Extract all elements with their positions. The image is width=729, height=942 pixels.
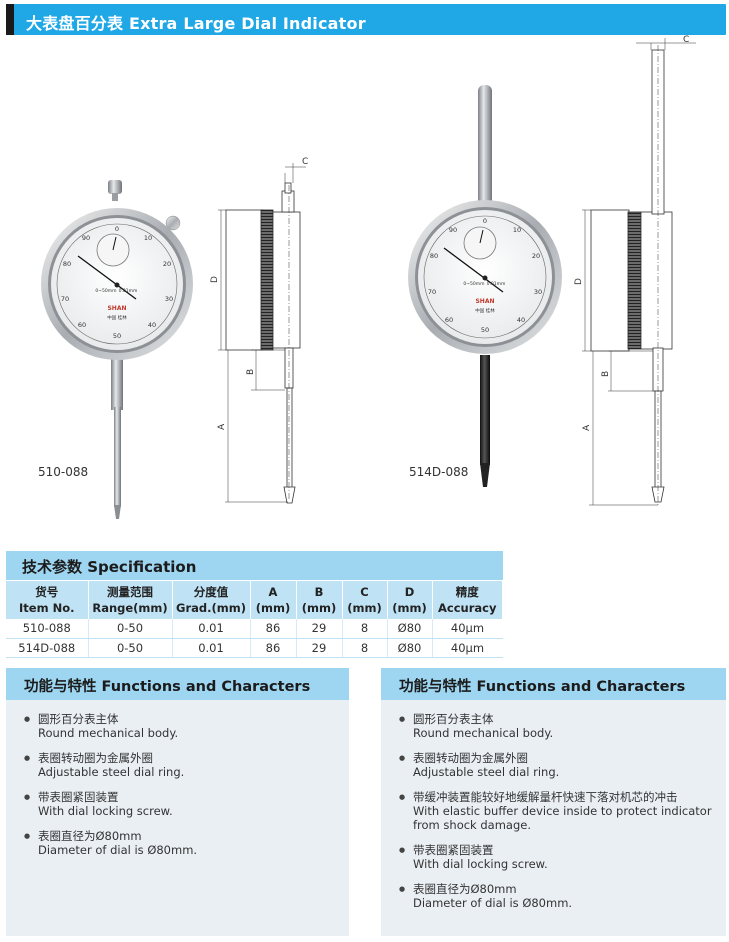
spec-title: 技术参数 Specification (22, 558, 197, 576)
svg-text:50: 50 (481, 326, 489, 334)
svg-text:D: D (574, 278, 584, 285)
product-illustrations: 0 10 20 30 40 50 60 70 80 90 0~50mm 0.01… (6, 35, 726, 540)
title-bar: 大表盘百分表 Extra Large Dial Indicator (6, 4, 726, 35)
features-header-right: 功能与特性 Functions and Characters (381, 668, 726, 700)
svg-text:0.01mm: 0.01mm (119, 288, 138, 294)
cell: 514D-088 (6, 638, 88, 658)
table-row: 514D-088 0-50 0.01 86 29 8 Ø80 40μm (6, 638, 503, 658)
svg-text:D: D (210, 276, 220, 283)
product-drawing: 0 10 20 30 40 50 60 70 80 90 0~50mm 0.01… (38, 35, 696, 519)
svg-text:0~50mm: 0~50mm (463, 281, 484, 287)
svg-text:20: 20 (163, 260, 171, 268)
svg-text:30: 30 (534, 288, 542, 296)
cell: 0.01 (171, 638, 250, 658)
indicator-514d-088: 0 10 20 30 40 50 60 70 80 90 0~50mm 0.01… (408, 85, 562, 487)
svg-text:C: C (302, 157, 308, 167)
svg-text:0: 0 (115, 225, 119, 233)
svg-text:B: B (246, 369, 256, 375)
title-accent (6, 4, 14, 35)
svg-text:中国 桂林: 中国 桂林 (475, 307, 495, 314)
cell: 29 (295, 619, 342, 639)
svg-text:50: 50 (113, 332, 121, 340)
table-row: 510-088 0-50 0.01 86 29 8 Ø80 40μm (6, 619, 503, 639)
cell: 0-50 (87, 619, 172, 639)
col-c: C(mm) (342, 581, 388, 619)
features-header-left: 功能与特性 Functions and Characters (6, 668, 349, 700)
cell: 86 (249, 619, 296, 639)
cell: 510-088 (6, 619, 88, 639)
side-view-510-088 (218, 163, 306, 504)
svg-text:A: A (582, 424, 592, 431)
svg-text:70: 70 (61, 295, 69, 303)
cell: 29 (295, 638, 342, 658)
cell: 8 (341, 619, 387, 639)
svg-text:SHAN: SHAN (107, 305, 126, 312)
svg-text:40: 40 (517, 316, 525, 324)
svg-text:90: 90 (82, 234, 90, 242)
svg-text:10: 10 (144, 234, 152, 242)
svg-text:10: 10 (513, 226, 521, 234)
svg-text:0.01mm: 0.01mm (487, 281, 506, 287)
svg-text:20: 20 (532, 252, 540, 260)
svg-text:30: 30 (165, 295, 173, 303)
col-d: D(mm) (387, 581, 433, 619)
cell: 40μm (431, 638, 503, 658)
cell: Ø80 (386, 638, 432, 658)
svg-text:80: 80 (63, 260, 71, 268)
model-label-510-088: 510-088 (38, 465, 88, 479)
cell: 40μm (431, 619, 503, 639)
svg-text:A: A (217, 423, 227, 430)
features-title-left: 功能与特性 Functions and Characters (24, 679, 311, 695)
svg-text:0~50mm: 0~50mm (95, 288, 116, 294)
cell: Ø80 (386, 619, 432, 639)
features-panel-left: 功能与特性 Functions and Characters 圆形百分表主体Ro… (6, 668, 349, 936)
features-title-right: 功能与特性 Functions and Characters (399, 679, 686, 695)
svg-text:SHAN: SHAN (475, 298, 494, 305)
svg-text:70: 70 (428, 288, 436, 296)
cell: 0.01 (171, 619, 250, 639)
svg-text:0: 0 (483, 217, 487, 225)
model-label-514d-088: 514D-088 (409, 465, 468, 479)
cell: 0-50 (87, 638, 172, 658)
svg-text:B: B (601, 371, 611, 377)
col-a: A(mm) (250, 581, 297, 619)
svg-text:90: 90 (449, 226, 457, 234)
page-title: 大表盘百分表 Extra Large Dial Indicator (26, 14, 366, 33)
side-view-514d-088 (582, 38, 696, 506)
svg-text:60: 60 (78, 321, 86, 329)
svg-text:中国 桂林: 中国 桂林 (107, 314, 127, 321)
cell: 8 (341, 638, 387, 658)
svg-text:40: 40 (148, 321, 156, 329)
svg-text:C: C (683, 35, 689, 45)
svg-text:80: 80 (430, 252, 438, 260)
spec-header: 技术参数 Specification (6, 551, 503, 580)
indicator-510-088: 0 10 20 30 40 50 60 70 80 90 0~50mm 0.01… (41, 180, 193, 519)
svg-text:60: 60 (445, 316, 453, 324)
features-panel-right: 功能与特性 Functions and Characters 圆形百分表主体Ro… (381, 668, 726, 936)
cell: 86 (249, 638, 296, 658)
col-b: B(mm) (296, 581, 343, 619)
